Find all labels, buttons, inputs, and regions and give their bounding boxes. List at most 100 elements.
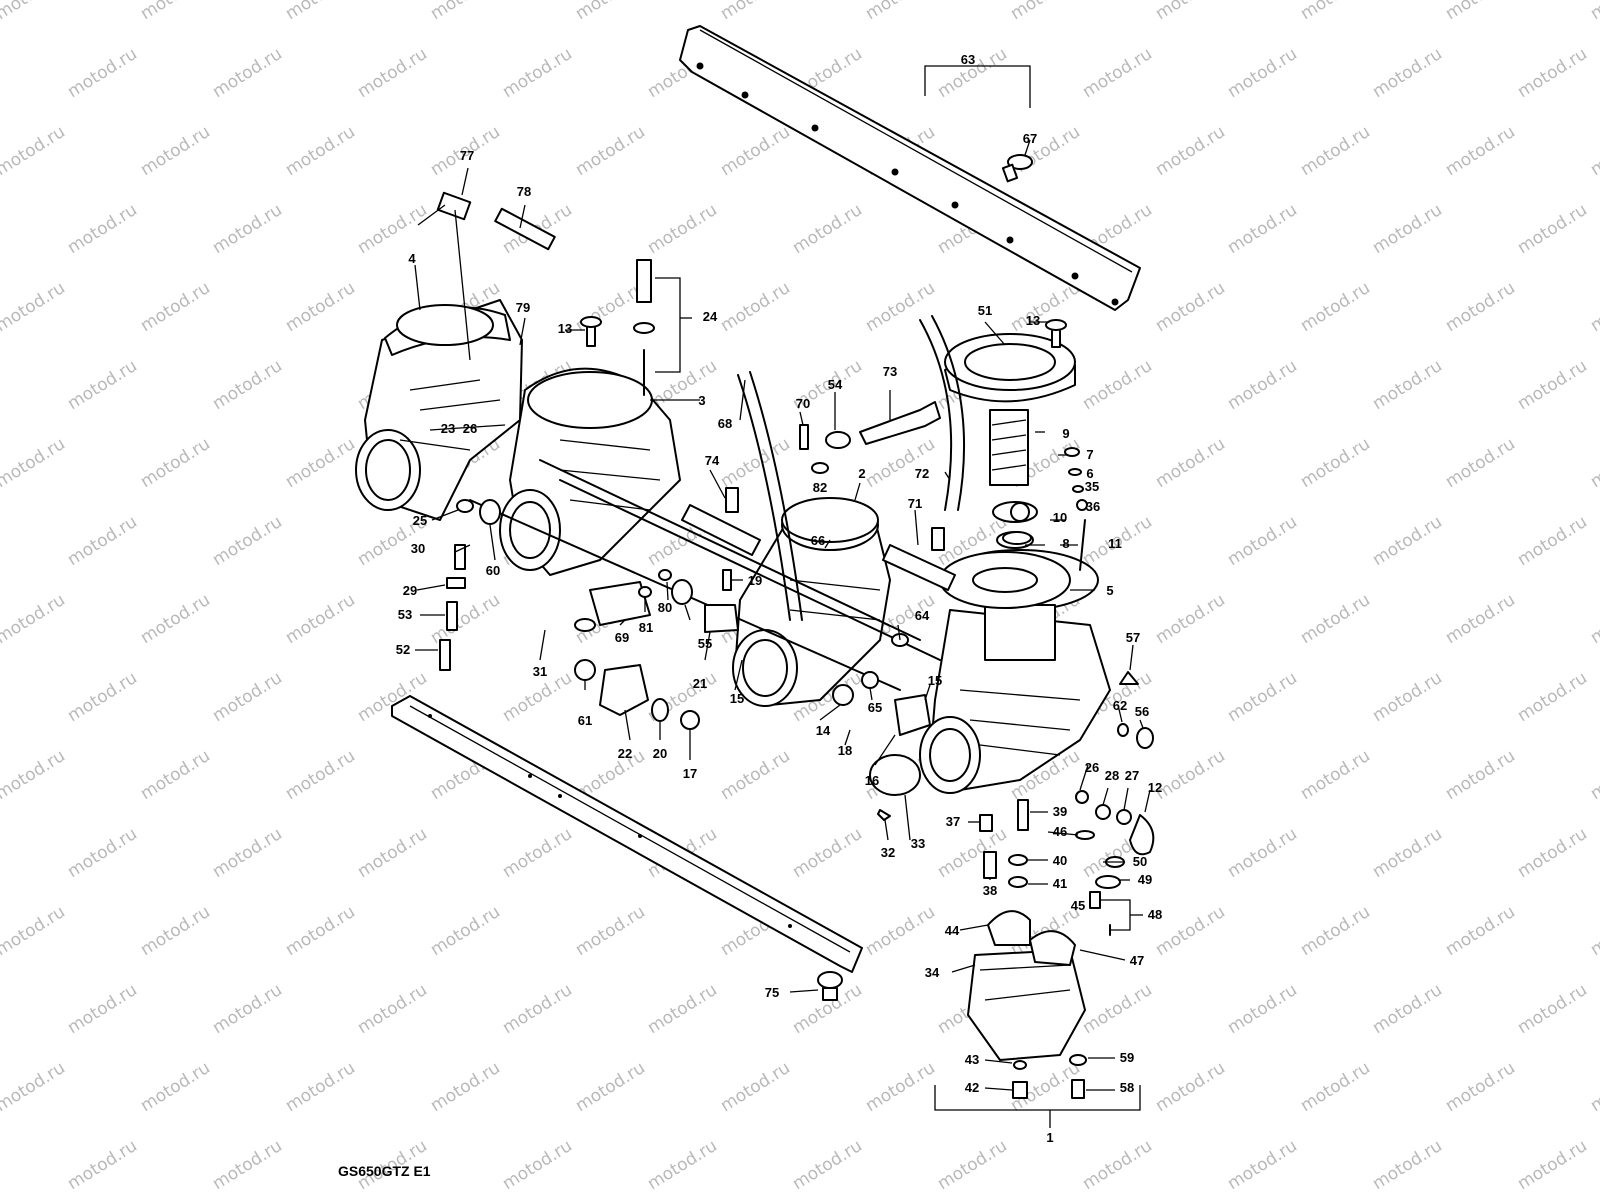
- watermark-text: motod.ru: [862, 1058, 939, 1116]
- callout-label: 4: [408, 251, 416, 266]
- watermark-text: motod.ru: [1007, 0, 1084, 24]
- callout-label: 12: [1148, 780, 1162, 795]
- callout-label: 30: [411, 541, 425, 556]
- watermark-text: motod.ru: [644, 980, 721, 1038]
- watermark-text: motod.ru: [572, 122, 649, 180]
- watermark-text: motod.ru: [137, 902, 214, 960]
- watermark-text: motod.ru: [644, 1136, 721, 1194]
- callout-label: 65: [868, 700, 882, 715]
- callout-labels: 1 2 3 4 5 6 7 8 9 10 11 12 13 13 14 15 1…: [396, 52, 1162, 1145]
- callout-label: 23: [441, 421, 455, 436]
- watermark-text: motod.ru: [717, 122, 794, 180]
- watermark-text: motod.ru: [0, 902, 69, 960]
- callout-label: 58: [1120, 1080, 1134, 1095]
- watermark-text: motod.ru: [282, 902, 359, 960]
- callout-label: 49: [1138, 872, 1152, 887]
- watermark-text: motod.ru: [934, 1136, 1011, 1194]
- watermark-text: motod.ru: [64, 980, 141, 1038]
- watermark-text: motod.ru: [1442, 278, 1519, 336]
- callout-label: 67: [1023, 131, 1037, 146]
- callout-label: 44: [945, 923, 960, 938]
- callout-label: 16: [865, 773, 879, 788]
- callout-label: 19: [748, 573, 762, 588]
- watermark-text: motod.ru: [1152, 278, 1229, 336]
- callout-label: 15: [730, 691, 744, 706]
- watermark-text: motod.ru: [1297, 0, 1374, 24]
- watermark-text: motod.ru: [1152, 746, 1229, 804]
- hose-72: [919, 315, 965, 511]
- watermark-text: motod.ru: [1514, 356, 1591, 414]
- watermark-text: motod.ru: [1587, 0, 1600, 24]
- watermark-text: motod.ru: [1514, 44, 1591, 102]
- watermark-text: motod.ru: [1152, 0, 1229, 24]
- watermark-text: motod.ru: [137, 434, 214, 492]
- callout-label: 10: [1053, 510, 1067, 525]
- watermark-text: motod.ru: [1442, 746, 1519, 804]
- watermark-text: motod.ru: [427, 0, 504, 24]
- callout-label: 78: [517, 184, 531, 199]
- watermark-text: motod.ru: [1514, 1136, 1591, 1194]
- watermark-text: motod.ru: [1152, 590, 1229, 648]
- watermark-text: motod.ru: [789, 200, 866, 258]
- watermark-text: motod.ru: [1587, 1058, 1600, 1116]
- watermark-text: motod.ru: [1297, 902, 1374, 960]
- watermark-text: motod.ru: [354, 44, 431, 102]
- watermark-text: motod.ru: [427, 590, 504, 648]
- watermark-text: motod.ru: [64, 512, 141, 570]
- watermark-text: motod.ru: [717, 278, 794, 336]
- watermark-text: motod.ru: [64, 200, 141, 258]
- callout-label: 21: [693, 676, 707, 691]
- callout-label: 7: [1086, 447, 1093, 462]
- watermark-text: motod.ru: [282, 590, 359, 648]
- callout-label: 47: [1130, 953, 1144, 968]
- watermark-text: motod.ru: [1369, 1136, 1446, 1194]
- watermark-text: motod.ru: [1442, 902, 1519, 960]
- callout-label: 9: [1062, 426, 1069, 441]
- callout-label: 75: [765, 985, 779, 1000]
- callout-label: 46: [1053, 824, 1067, 839]
- callout-label: 62: [1113, 698, 1127, 713]
- watermark-text: motod.ru: [1152, 902, 1229, 960]
- watermark-text: motod.ru: [282, 0, 359, 24]
- watermark-text: motod.ru: [862, 0, 939, 24]
- callout-label: 51: [978, 303, 992, 318]
- watermark-text: motod.ru: [789, 824, 866, 882]
- watermark-text: motod.ru: [1224, 980, 1301, 1038]
- callout-label: 74: [705, 453, 720, 468]
- callout-label: 40: [1053, 853, 1067, 868]
- watermark-text: motod.ru: [1514, 512, 1591, 570]
- watermark-text: motod.ru: [862, 902, 939, 960]
- watermark-text: motod.ru: [1297, 746, 1374, 804]
- watermark-text: motod.ru: [1224, 1136, 1301, 1194]
- bottom-mounting-plate: [391, 695, 863, 973]
- watermark-text: motod.ru: [862, 278, 939, 336]
- callout-label: 43: [965, 1052, 979, 1067]
- callout-label: 15: [928, 673, 942, 688]
- leader-lines: [414, 65, 1151, 1128]
- watermark-text: motod.ru: [0, 590, 69, 648]
- callout-label: 55: [698, 636, 712, 651]
- float-33: [869, 754, 921, 796]
- watermark-text: motod.ru: [209, 356, 286, 414]
- watermark-text: motod.ru: [427, 1058, 504, 1116]
- watermark-text: motod.ru: [209, 824, 286, 882]
- callout-label: 26: [463, 421, 477, 436]
- callout-label: 73: [883, 364, 897, 379]
- callout-label: 3: [698, 393, 705, 408]
- watermark-text: motod.ru: [1152, 434, 1229, 492]
- callout-label: 79: [516, 300, 530, 315]
- callout-label: 39: [1053, 804, 1067, 819]
- callout-label: 54: [828, 377, 843, 392]
- callout-label: 8: [1062, 536, 1069, 551]
- small-parts: [436, 154, 1155, 1099]
- watermark-text: motod.ru: [572, 1058, 649, 1116]
- callout-label: 69: [615, 630, 629, 645]
- watermark-text: motod.ru: [137, 0, 214, 24]
- model-code-label: GS650GTZ E1: [338, 1163, 431, 1179]
- watermark-text: motod.ru: [1442, 1058, 1519, 1116]
- callout-label: 22: [618, 746, 632, 761]
- watermark-text: motod.ru: [717, 1058, 794, 1116]
- watermark-text: motod.ru: [1297, 278, 1374, 336]
- callout-label: 81: [639, 620, 653, 635]
